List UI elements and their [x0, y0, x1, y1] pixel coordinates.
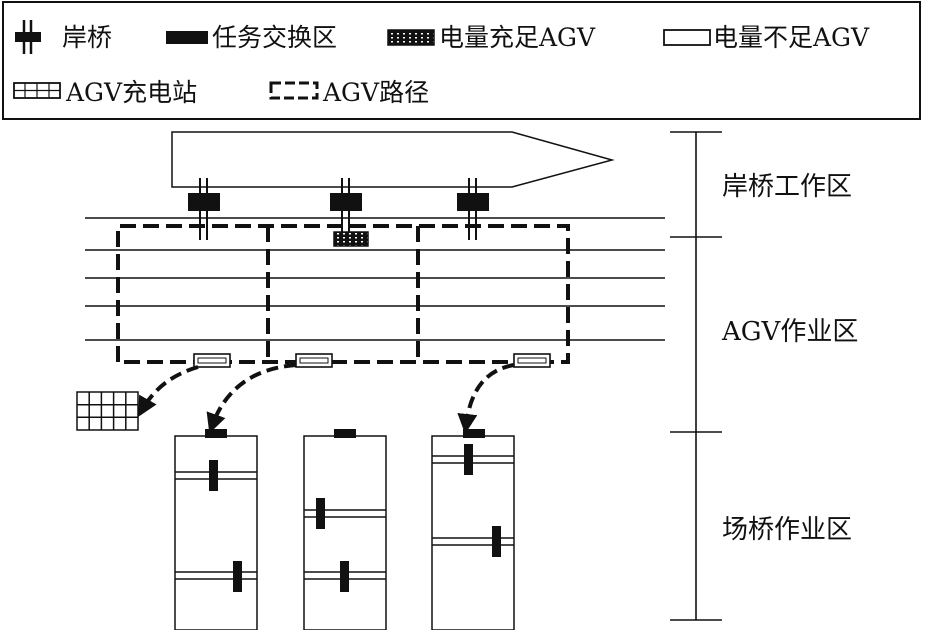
agv-low-battery — [295, 353, 333, 368]
agv-charged-icon — [387, 29, 435, 46]
zone-label-yard: 场桥作业区 — [722, 515, 852, 545]
task-exchange-zone — [457, 193, 489, 211]
quay-crane — [330, 178, 362, 240]
task-exchange-zone — [188, 193, 220, 211]
agv-path-loops — [116, 224, 570, 364]
task-exchange-zone-icon — [166, 31, 208, 44]
agv-low-battery — [513, 353, 551, 368]
zone-label-agv: AGV作业区 — [721, 317, 858, 347]
yard-crane — [175, 561, 257, 592]
zone-scale — [670, 131, 722, 621]
task-exchange-zone — [205, 429, 227, 438]
agv-charged — [333, 231, 369, 247]
zone-label-quay: 岸桥工作区 — [722, 172, 852, 202]
task-exchange-zone — [463, 429, 485, 438]
agv-path-icon — [269, 81, 319, 100]
legend-label-quay-crane: 岸桥 — [62, 23, 112, 52]
agv-charging-station-icon — [13, 82, 61, 99]
legend-frame — [2, 1, 921, 120]
arrow-to-yard-block-1 — [206, 363, 297, 434]
legend-label-agv-low-battery: 电量不足AGV — [713, 23, 870, 52]
yard-block — [174, 429, 258, 630]
arrow-to-yard-block-3 — [457, 363, 515, 434]
yard-block — [431, 429, 515, 630]
agv-lanes — [85, 217, 665, 341]
legend-label-agv-path: AGV路径 — [322, 78, 429, 107]
task-exchange-zone — [334, 429, 356, 438]
agv-low-battery-icon — [663, 29, 711, 46]
yard-crane — [432, 526, 514, 557]
arrow-to-charging-station — [138, 365, 199, 417]
task-exchange-zone — [330, 193, 362, 211]
ship-outline — [171, 131, 615, 188]
yard-crane — [304, 561, 386, 592]
legend: 岸桥 任务交换区 电量充足AGV 电量不足AGV AGV充电站 AGV路径 — [2, 1, 921, 120]
quay-crane-icon — [15, 20, 41, 54]
agv-path — [116, 224, 570, 364]
legend-label-task-exchange-zone: 任务交换区 — [212, 23, 337, 52]
quay-crane — [457, 178, 489, 240]
quay-crane — [188, 178, 220, 240]
agv-charging-station — [76, 391, 139, 431]
yard-crane — [175, 460, 257, 491]
agv-low-battery — [193, 353, 231, 368]
yard-block — [303, 429, 387, 630]
yard-crane — [432, 444, 514, 475]
legend-label-agv-charging-station: AGV充电站 — [65, 78, 197, 107]
yard-crane — [304, 498, 386, 529]
legend-label-agv-charged: 电量充足AGV — [439, 23, 596, 52]
